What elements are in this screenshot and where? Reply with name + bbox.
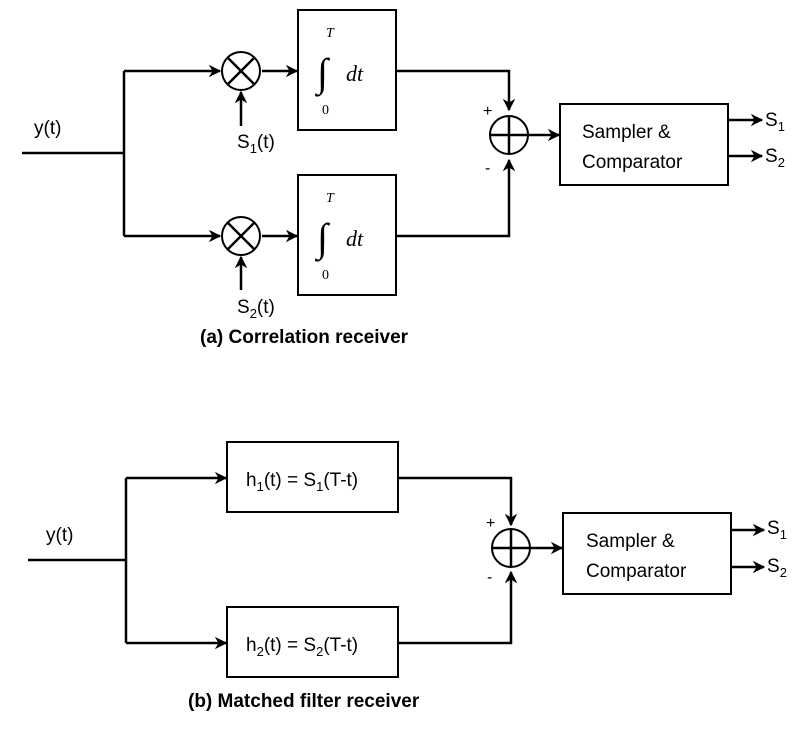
decision-line2-a: Comparator — [582, 152, 683, 173]
svg-text:dt: dt — [346, 226, 364, 251]
summing-junction-a — [489, 115, 529, 155]
wire-to-sum-minus-b — [398, 570, 518, 645]
multiplier-1 — [221, 51, 261, 91]
decision-line1-b: Sampler & — [586, 531, 675, 552]
svg-text:T: T — [326, 26, 335, 41]
matched-filter-2 — [226, 606, 399, 678]
ref-label-1: S1(t) — [237, 132, 275, 156]
decision-line1-a: Sampler & — [582, 122, 671, 143]
svg-text:0: 0 — [322, 268, 329, 283]
svg-text:0: 0 — [322, 103, 329, 118]
ref-label-2: S2(t) — [237, 297, 275, 321]
svg-text:∫: ∫ — [314, 215, 331, 262]
svg-text:∫: ∫ — [314, 50, 331, 97]
matched-filter-1 — [226, 441, 399, 513]
integrator-1: T ∫ dt 0 — [297, 9, 397, 131]
output-label-1-b: S1 — [767, 518, 787, 542]
wire-to-sum-minus-a — [396, 158, 516, 238]
sampler-comparator-b — [562, 512, 732, 595]
input-label-a: y(t) — [34, 118, 61, 139]
input-label-b: y(t) — [46, 525, 73, 546]
filter-label-2: h2(t) = S2(T-t) — [246, 635, 358, 659]
caption-b: (b) Matched filter receiver — [188, 691, 420, 712]
correlation-receiver: y(t) S1(t) T ∫ dt 0 S2(t) — [22, 9, 785, 348]
svg-text:dt: dt — [346, 61, 364, 86]
output-label-1-a: S1 — [765, 110, 785, 134]
output-label-2-a: S2 — [765, 146, 785, 170]
integrator-2: T ∫ dt 0 — [297, 174, 397, 296]
caption-a: (a) Correlation receiver — [200, 327, 409, 348]
sampler-comparator-a — [559, 103, 729, 186]
decision-line2-b: Comparator — [586, 561, 687, 582]
svg-text:T: T — [326, 191, 335, 206]
wire-to-sum-plus-a — [396, 69, 516, 112]
minus-sign-b: - — [487, 569, 492, 586]
filter-label-1: h1(t) = S1(T-t) — [246, 470, 358, 494]
matched-filter-receiver: y(t) h1(t) = S1(T-t) h2(t) = S2(T-t) + -… — [28, 441, 787, 712]
output-label-2-b: S2 — [767, 556, 787, 580]
plus-sign-b: + — [486, 515, 495, 532]
minus-sign-a: - — [485, 160, 490, 177]
summing-junction-b — [491, 528, 531, 568]
plus-sign-a: + — [483, 103, 492, 120]
wire-to-sum-plus-b — [398, 476, 518, 527]
multiplier-2 — [221, 216, 261, 256]
